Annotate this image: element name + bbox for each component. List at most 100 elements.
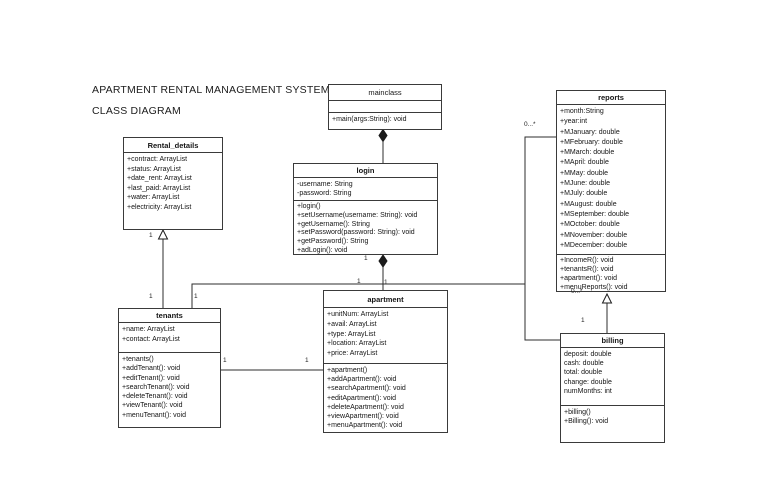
class-reports: reports +month:String+year:int+MJanuary:… (556, 90, 666, 292)
member-line: +addApartment(): void (327, 376, 397, 384)
class-attributes: +month:String+year:int+MJanuary: double+… (557, 104, 665, 254)
member-line: +viewApartment(): void (327, 413, 399, 421)
member-line: cash: double (564, 360, 604, 368)
edge-reports-billing-left (524, 136, 560, 341)
member-line: +MJuly: double (560, 190, 608, 198)
class-mainclass: mainclass +main(args:String): void (328, 84, 442, 130)
member-line: +getUsername(): String (297, 220, 370, 228)
composition-diamond-login (378, 254, 388, 268)
member-line: +searchApartment(): void (327, 385, 406, 393)
member-line: +apartment() (327, 367, 368, 374)
member-line: +tenantsR(): void (560, 265, 614, 273)
class-title: mainclass (368, 88, 402, 97)
class-title: Rental_details (147, 140, 199, 150)
class-attributes: +unitNum: ArrayList +avail: ArrayList +typ… (324, 307, 447, 363)
member-line: +searchTenant(): void (122, 383, 190, 391)
member-line: +contract: ArrayList (127, 156, 188, 163)
member-line: +MApril: double (560, 159, 609, 167)
member-line: change: double (564, 378, 612, 386)
class-methods: +IncomeR(): void+tenantsR(): void+apartm… (557, 254, 665, 291)
multiplicity-label: 1 (364, 255, 368, 262)
class-title: login (356, 166, 375, 175)
multiplicity-label: 1 (149, 293, 153, 300)
member-line: +name: ArrayList (122, 326, 175, 333)
multiplicity-label: 1 (384, 279, 388, 286)
member-line: +MFebruary: double (560, 138, 623, 146)
member-line: total: double (564, 369, 603, 377)
member-line: +MMarch: double (560, 149, 615, 157)
member-line: +last_paid: ArrayList (127, 184, 191, 192)
member-line: +menuReports(): void (560, 283, 628, 291)
class-title: reports (598, 93, 624, 102)
member-line: +setUsername(username: String): void (297, 211, 418, 219)
multiplicity-label: 0...* (571, 288, 583, 295)
member-line: +Billing(): void (564, 418, 609, 426)
class-title: billing (601, 336, 624, 345)
member-line: +avail: ArrayList (327, 320, 377, 328)
class-attributes: +name: ArrayList +contact: ArrayList (119, 322, 220, 352)
member-line: +MNovember: double (560, 231, 628, 239)
member-line: +adLogin(): void (297, 246, 348, 254)
multiplicity-label: 1 (305, 357, 309, 364)
member-line: +water: ArrayList (127, 194, 180, 202)
class-methods: +apartment() +addApartment(): void+search… (324, 363, 447, 432)
diagram-title-line1: APARTMENT RENTAL MANAGEMENT SYSTEM (92, 84, 330, 96)
member-line: +contact: ArrayList (122, 335, 180, 343)
diagram-title-line2: CLASS DIAGRAM (92, 105, 181, 117)
member-line: +status: ArrayList (127, 165, 181, 173)
multiplicity-label: 0...* (524, 121, 536, 128)
class-rental-details: Rental_details +contract: ArrayList +stat… (123, 137, 223, 230)
member-line: numMonths: int (564, 387, 612, 395)
member-line: +MMay: double (560, 169, 609, 177)
member-line: +unitNum: ArrayList (327, 311, 389, 318)
class-login: login -username: String-password: String… (293, 163, 438, 255)
generalization-arrow-rentaldetails (157, 228, 169, 240)
multiplicity-label: 1 (357, 278, 361, 285)
member-line: +deleteApartment(): void (327, 403, 404, 411)
member-line: +billing() (564, 409, 591, 416)
class-title: tenants (156, 311, 183, 320)
member-line: -password: String (297, 190, 352, 198)
class-methods: +tenants()+addTenant(): void+editTenant(… (119, 352, 220, 427)
multiplicity-label: 1 (223, 357, 227, 364)
member-line: +MAugust: double (560, 200, 617, 208)
member-line: +apartment(): void (560, 274, 617, 282)
class-tenants: tenants +name: ArrayList +contact: ArrayL… (118, 308, 221, 428)
class-title: apartment (367, 294, 404, 304)
member-line: +MJune: double (560, 180, 611, 188)
member-line: +login() (297, 203, 321, 210)
member-line: +IncomeR(): void (560, 257, 614, 264)
multiplicity-label: 1 (581, 317, 585, 324)
member-line: deposit: double (564, 351, 612, 358)
class-apartment: apartment +unitNum: ArrayList +avail: Arr… (323, 290, 448, 433)
composition-diamond-mainclass (378, 128, 388, 143)
class-attributes: -username: String-password: String (294, 177, 437, 200)
member-line: +editApartment(): void (327, 394, 397, 402)
member-line: +electricity: ArrayList (127, 203, 192, 211)
member-line: +menuApartment(): void (327, 422, 403, 430)
member-line: +deleteTenant(): void (122, 393, 188, 401)
member-line: +editTenant(): void (122, 374, 180, 382)
member-line: +menuTenant(): void (122, 411, 187, 419)
member-line: +MSeptember: double (560, 210, 630, 218)
member-line: +month:String (560, 108, 604, 115)
member-line: +viewTenant(): void (122, 402, 183, 410)
multiplicity-label: 1 (194, 293, 198, 300)
member-line: +setPassword(password: String): void (297, 229, 415, 237)
class-methods: +main(args:String): void (329, 112, 441, 129)
class-attributes: +contract: ArrayList +status: ArrayList +d… (124, 152, 222, 229)
member-line: +main(args:String): void (332, 116, 407, 123)
member-line: +type: ArrayList (327, 330, 376, 338)
member-line: +tenants() (122, 356, 154, 363)
member-line: +price: ArrayList (327, 350, 378, 358)
generalization-arrow-reports (601, 292, 613, 304)
member-line: +getPassword(): String (297, 238, 369, 246)
member-line: +date_rent: ArrayList (127, 175, 192, 183)
class-attributes (329, 100, 441, 112)
class-methods: +login()+setUsername(username: String): … (294, 200, 437, 254)
member-line: +MDecember: double (560, 241, 628, 249)
member-line: +year:int (560, 118, 588, 126)
